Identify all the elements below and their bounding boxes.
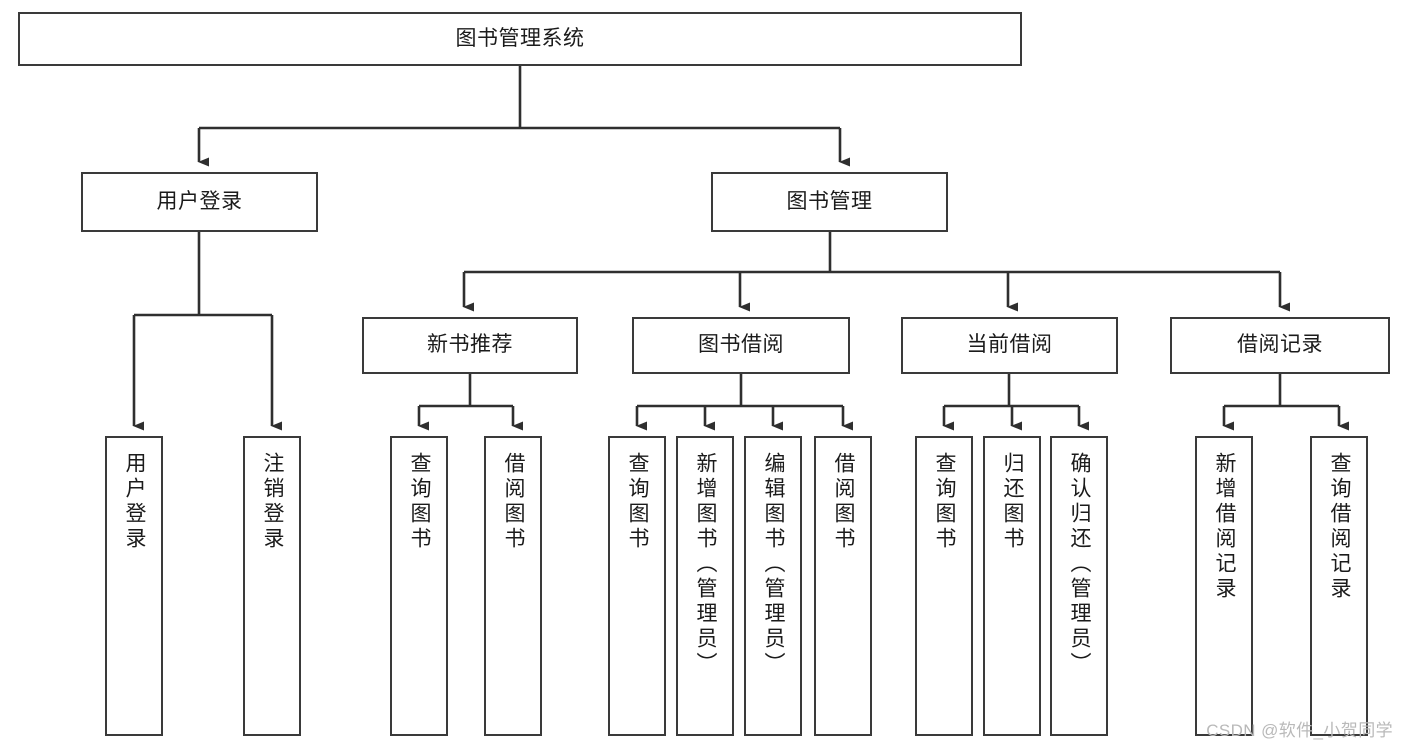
node-leaf-add-record[interactable]: 新增借阅记录 [1195, 436, 1253, 736]
node-book-manage-label: 图书管理 [786, 189, 873, 213]
node-leaf-borrow-book-rec[interactable]: 借阅图书 [484, 436, 542, 736]
connector-borrowrecord-to-leaves [1222, 374, 1349, 431]
node-book-borrow[interactable]: 图书借阅 [632, 317, 850, 374]
connector-currentborrow-to-leaves [942, 374, 1089, 431]
node-leaf-query-record[interactable]: 查询借阅记录 [1310, 436, 1368, 736]
csdn-watermark: CSDN @软件_小贺同学 [1206, 721, 1393, 740]
node-leaf-borrow-book[interactable]: 借阅图书 [814, 436, 872, 736]
node-leaf-query-book-cur-label: 查询图书 [933, 452, 957, 552]
node-leaf-add-record-label: 新增借阅记录 [1213, 452, 1237, 602]
node-leaf-query-book-cur[interactable]: 查询图书 [915, 436, 973, 736]
node-leaf-user-login-label: 用户登录 [123, 452, 147, 552]
node-leaf-user-login[interactable]: 用户登录 [105, 436, 163, 736]
node-leaf-query-record-label: 查询借阅记录 [1328, 452, 1352, 602]
node-borrow-record-label: 借阅记录 [1237, 333, 1323, 357]
connector-bookborrow-to-leaves [635, 374, 853, 431]
node-book-manage[interactable]: 图书管理 [711, 172, 948, 232]
node-new-book-rec[interactable]: 新书推荐 [362, 317, 578, 374]
node-leaf-confirm-return[interactable]: 确认归还（管理员） [1050, 436, 1108, 736]
node-leaf-query-book-rec-label: 查询图书 [408, 452, 432, 552]
node-leaf-add-book[interactable]: 新增图书（管理员） [676, 436, 734, 736]
node-leaf-user-logout-label: 注销登录 [261, 452, 285, 552]
node-leaf-edit-book[interactable]: 编辑图书（管理员） [744, 436, 802, 736]
node-leaf-query-book-rec[interactable]: 查询图书 [390, 436, 448, 736]
node-leaf-add-book-label: 新增图书（管理员） [694, 452, 718, 677]
connector-root-to-level2 [197, 66, 850, 167]
node-root[interactable]: 图书管理系统 [18, 12, 1022, 66]
node-leaf-return-book-label: 归还图书 [1001, 452, 1025, 552]
node-current-borrow-label: 当前借阅 [966, 333, 1053, 357]
node-current-borrow[interactable]: 当前借阅 [901, 317, 1118, 374]
node-borrow-record[interactable]: 借阅记录 [1170, 317, 1390, 374]
node-book-borrow-label: 图书借阅 [698, 333, 784, 357]
node-leaf-edit-book-label: 编辑图书（管理员） [762, 452, 786, 677]
node-new-book-rec-label: 新书推荐 [427, 333, 513, 357]
node-user-login-label: 用户登录 [156, 189, 243, 213]
node-leaf-user-logout[interactable]: 注销登录 [243, 436, 301, 736]
node-user-login[interactable]: 用户登录 [81, 172, 318, 232]
connector-bookmanage-to-level3 [462, 232, 1290, 312]
connector-newbookrec-to-leaves [417, 374, 523, 431]
node-leaf-query-book-label: 查询图书 [626, 452, 650, 552]
node-leaf-borrow-book-label: 借阅图书 [832, 452, 856, 552]
node-leaf-query-book[interactable]: 查询图书 [608, 436, 666, 736]
node-leaf-return-book[interactable]: 归还图书 [983, 436, 1041, 736]
node-leaf-confirm-return-label: 确认归还（管理员） [1068, 452, 1092, 677]
node-root-label: 图书管理系统 [455, 26, 585, 50]
node-leaf-borrow-book-rec-label: 借阅图书 [502, 452, 526, 552]
connector-userlogin-to-leaves [132, 232, 282, 431]
